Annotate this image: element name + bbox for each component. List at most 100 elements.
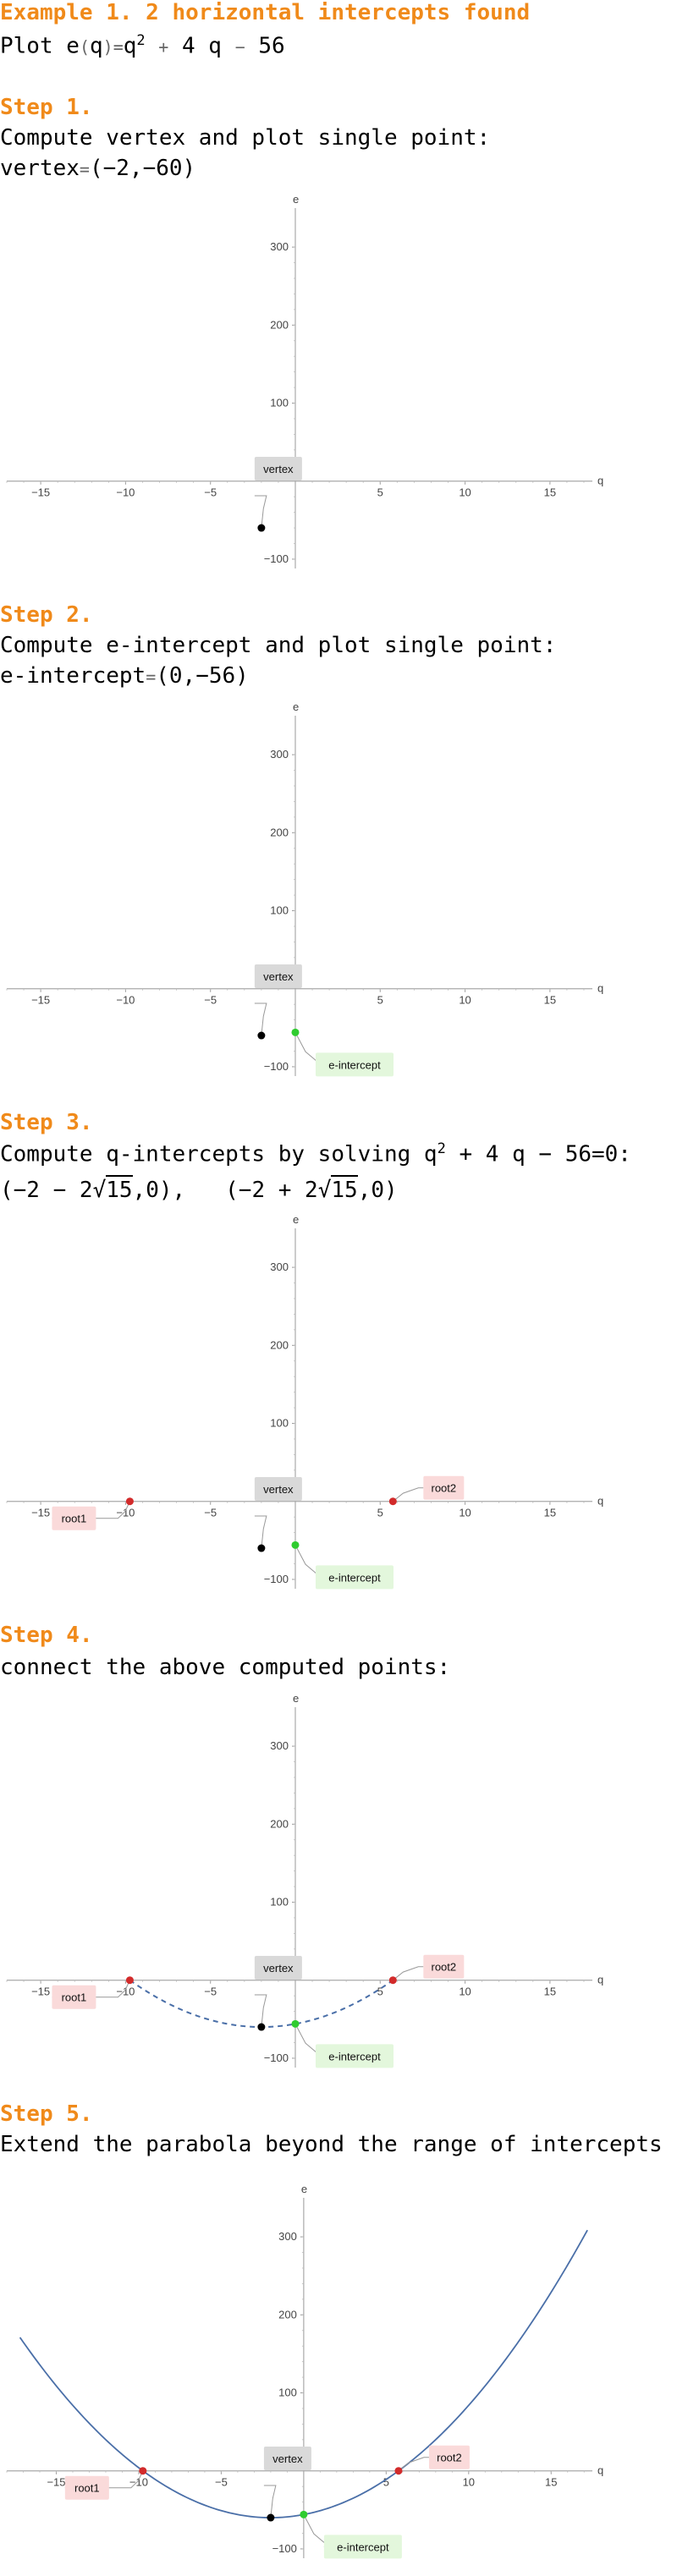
root1-label-box — [64, 2475, 109, 2500]
x-tick-label: −5 — [204, 1507, 217, 1519]
x-axis-label: q — [597, 475, 603, 487]
root1-point — [125, 1497, 134, 1506]
e-intercept-label-box — [315, 2044, 394, 2068]
root2-point — [388, 1976, 397, 1985]
y-tick-label: 100 — [270, 1417, 289, 1430]
plot-equals: = — [113, 36, 124, 58]
x-axis-label: q — [597, 1495, 603, 1508]
x-tick-label: −15 — [31, 994, 50, 1007]
e-intercept-label-box — [315, 1052, 394, 1077]
x-tick-label: 5 — [377, 1507, 383, 1519]
x-tick-label: −5 — [204, 486, 217, 499]
step3-exponent: 2 — [437, 1140, 446, 1157]
x-tick-label: 10 — [459, 1507, 471, 1519]
x-tick-label: 15 — [544, 994, 556, 1007]
plot-var: q — [89, 33, 103, 59]
step4-line1: connect the above computed points: — [0, 1655, 451, 1680]
vertex-label-box — [263, 2447, 311, 2471]
root2-leader-line — [393, 1487, 424, 1502]
x-tick-label: 15 — [545, 2476, 557, 2489]
vertex-leader-line — [254, 495, 267, 529]
step2-label: e-intercept — [0, 663, 146, 689]
e-intercept-label: e-intercept — [328, 1058, 381, 1071]
root1-point — [125, 1976, 134, 1985]
e-intercept-label: e-intercept — [328, 2050, 381, 2062]
root2-label: root2 — [431, 1961, 456, 1974]
root2-label-box — [423, 1954, 465, 1979]
plot-func: e — [66, 33, 80, 59]
plot-close-paren: ) — [102, 36, 113, 58]
vertex-label: vertex — [272, 2452, 303, 2465]
vertex-label: vertex — [263, 970, 294, 983]
step3-line1-b: + 4 q − 56=0: — [459, 1141, 631, 1167]
y-tick-label: −100 — [264, 1573, 289, 1585]
y-tick-label: 200 — [270, 826, 289, 838]
x-tick-label: −5 — [204, 1986, 217, 1998]
step2-eq: = — [146, 667, 157, 687]
plot-rhs-e: 56 — [258, 33, 285, 59]
x-axis-label: q — [597, 982, 603, 995]
plot-plus: + — [158, 36, 169, 58]
y-tick-label: −100 — [272, 2542, 297, 2555]
step1-line1: Compute vertex and plot single point: — [0, 125, 491, 151]
y-tick-label: 300 — [270, 748, 289, 761]
root2-point — [394, 2467, 403, 2475]
step1-line2: vertex=(−2,−60) — [0, 156, 195, 181]
vertex-point — [257, 1544, 266, 1552]
x-tick-label: 15 — [544, 1507, 556, 1519]
plot-rhs-a: q — [123, 33, 137, 59]
x-tick-label: −15 — [31, 1507, 50, 1519]
vertex-label-box — [254, 457, 302, 481]
x-tick-label: 5 — [377, 1986, 383, 1998]
root1-label: root1 — [62, 1513, 87, 1525]
root2-expr-a: (−2 + 2 — [225, 1178, 318, 1203]
y-tick-label: 300 — [278, 2230, 297, 2243]
step1-heading: Step 1. — [0, 95, 93, 120]
root2-point — [388, 1497, 397, 1506]
x-tick-label: 5 — [383, 2476, 389, 2489]
y-tick-label: −100 — [264, 1060, 289, 1073]
y-tick-label: 300 — [270, 240, 289, 253]
y-tick-label: −100 — [264, 2051, 289, 2064]
vertex-label-box — [254, 1477, 302, 1502]
y-tick-label: 300 — [270, 1261, 289, 1273]
vertex-label: vertex — [263, 1962, 294, 1975]
vertex-label: vertex — [263, 1483, 294, 1496]
step2-value: (0,−56) — [156, 663, 249, 689]
x-tick-label: 10 — [459, 486, 471, 499]
step3-roots: (−2 − 2√15,0), (−2 + 2√15,0) — [0, 1175, 398, 1203]
vertex-point — [257, 524, 266, 532]
y-tick-label: 200 — [270, 318, 289, 331]
y-axis-label: e — [293, 1692, 299, 1705]
e-intercept-label: e-intercept — [328, 1571, 381, 1584]
vertex-label-box — [254, 1956, 302, 1980]
y-tick-label: 100 — [270, 1896, 289, 1909]
x-tick-label: 10 — [463, 2476, 475, 2489]
vertex-label-box — [254, 964, 302, 989]
x-tick-label: −15 — [47, 2476, 65, 2489]
y-tick-label: 100 — [270, 397, 289, 409]
x-tick-label: 10 — [459, 994, 471, 1007]
step3-line1: Compute q-intercepts by solving q2 + 4 q… — [0, 1140, 631, 1167]
vertex-leader-line — [254, 1002, 267, 1036]
page-title: Example 1. 2 horizontal intercepts found — [0, 0, 531, 25]
root2-leader-line — [393, 1966, 424, 1981]
root1-label: root1 — [62, 1991, 87, 2004]
step2-heading: Step 2. — [0, 602, 93, 628]
x-tick-label: −10 — [116, 994, 135, 1007]
y-tick-label: 100 — [278, 2387, 297, 2399]
step2-line2: e-intercept=(0,−56) — [0, 663, 249, 689]
root1-expr-a: (−2 − 2 — [0, 1178, 93, 1203]
root2-label-box — [428, 2445, 470, 2469]
step2-line1: Compute e-intercept and plot single poin… — [0, 633, 557, 658]
vertex-leader-line — [254, 1994, 267, 2028]
y-tick-label: 200 — [270, 1338, 289, 1351]
root1-sqrt-sign: √ — [92, 1178, 107, 1203]
plot-exponent: 2 — [136, 32, 146, 49]
